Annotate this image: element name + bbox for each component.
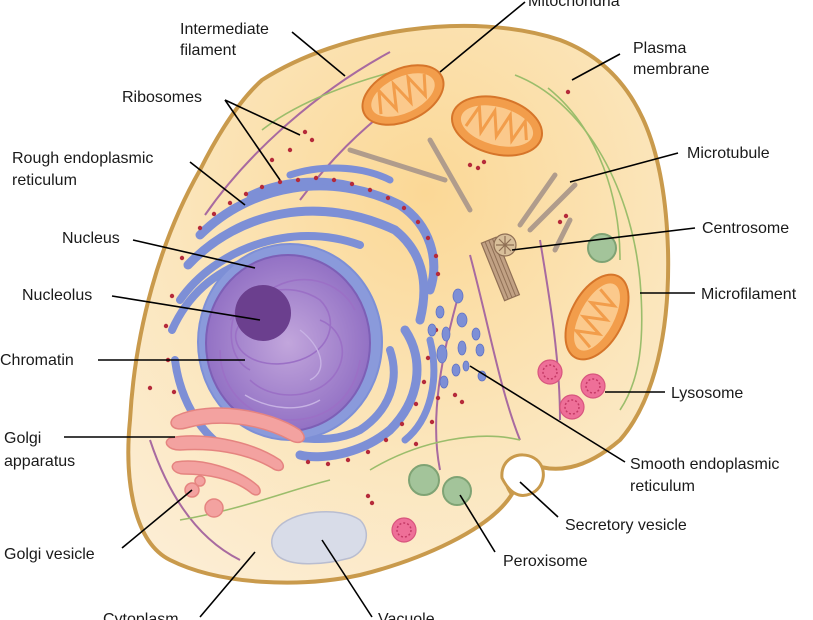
lysosome-shape xyxy=(580,373,606,399)
plasma-membrane xyxy=(126,23,671,585)
label-lysosome: Lysosome xyxy=(671,385,743,402)
label-microtubule: Microtubule xyxy=(687,145,770,162)
nucleolus-shape xyxy=(235,285,291,341)
rough-er xyxy=(168,164,439,462)
smooth-er xyxy=(427,288,487,389)
label-smooth-er: Smooth endoplasmic xyxy=(630,456,779,473)
lysosomes-group xyxy=(391,359,606,543)
label-microfilament: Microfilament xyxy=(701,286,797,303)
nucleus-shape xyxy=(197,243,383,441)
label-intermediate-filament-2: filament xyxy=(180,42,237,59)
label-golgi-apparatus-2: apparatus xyxy=(4,453,75,470)
cell-body xyxy=(126,23,671,585)
label-plasma-membrane: Plasma xyxy=(633,40,686,57)
label-nucleolus: Nucleolus xyxy=(22,287,92,304)
label-intermediate-filament: Intermediate xyxy=(180,21,269,38)
label-golgi-vesicle: Golgi vesicle xyxy=(4,546,95,563)
centrosome-shape xyxy=(480,233,521,302)
label-vacuole: Vacuole xyxy=(378,611,435,620)
peroxisomes-group xyxy=(408,233,617,506)
vacuole-shape xyxy=(271,510,368,565)
ribosomes-dots xyxy=(147,89,571,506)
peroxisome-shape xyxy=(442,476,472,506)
microfilaments xyxy=(179,69,643,521)
label-secretory-vesicle: Secretory vesicle xyxy=(565,517,687,534)
label-peroxisome: Peroxisome xyxy=(503,553,588,570)
label-ribosomes: Ribosomes xyxy=(122,89,202,106)
label-mitochondria: Mitochondria xyxy=(528,0,620,10)
label-centrosome: Centrosome xyxy=(702,220,789,237)
label-cytoplasm: Cytoplasm xyxy=(103,611,179,620)
leader-lines xyxy=(64,1,696,618)
peroxisome-shape xyxy=(587,233,617,263)
lysosome-shape xyxy=(537,359,563,385)
chromatin-shape xyxy=(219,278,361,421)
label-rough-er-2: reticulum xyxy=(12,172,77,189)
microtubules xyxy=(347,137,578,253)
label-plasma-membrane-2: membrane xyxy=(633,61,710,78)
label-nucleus: Nucleus xyxy=(62,230,120,247)
mitochondrion xyxy=(564,273,630,361)
peroxisome-shape xyxy=(408,464,440,496)
label-smooth-er-2: reticulum xyxy=(630,478,695,495)
lysosome-shape xyxy=(559,394,585,420)
golgi-shape xyxy=(165,407,305,518)
mitochondria-group xyxy=(361,64,630,361)
mitochondrion xyxy=(361,64,445,126)
secretory-vesicle-shape xyxy=(500,453,545,497)
lysosome-shape xyxy=(391,517,417,543)
label-golgi-apparatus: Golgi xyxy=(4,430,41,447)
mitochondrion xyxy=(450,95,544,157)
chromatin-shape-light xyxy=(244,329,322,409)
label-chromatin: Chromatin xyxy=(0,352,74,369)
label-rough-er: Rough endoplasmic xyxy=(12,150,153,167)
